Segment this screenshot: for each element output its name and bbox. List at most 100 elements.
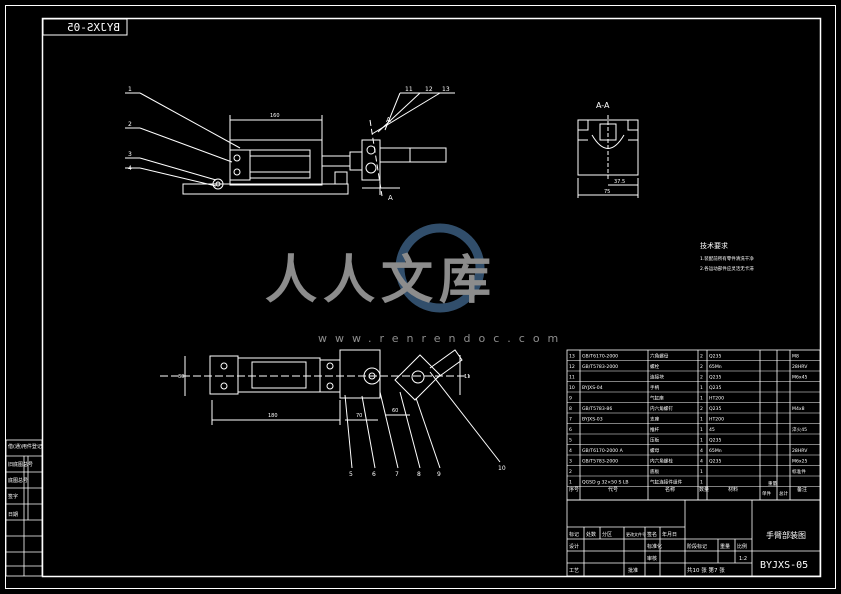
bom-h-unit: 单件 <box>762 490 771 497</box>
top-view-labels: 180 30 70 60 11 5 6 7 8 9 10 <box>178 374 506 478</box>
tb-drawing-name: 手臂部装图 <box>766 530 806 540</box>
bom-cell: 内六角螺栓 <box>650 458 673 465</box>
dim-160: 160 <box>270 113 280 119</box>
leader-12: 12 <box>425 86 433 93</box>
bom-cell: 六角螺母 <box>650 353 669 360</box>
tb-mark: 标记 <box>569 531 579 538</box>
bom-cell: 6 <box>569 427 572 433</box>
bom-cell: M4x8 <box>792 406 805 412</box>
bom-cell: Q235 <box>709 375 721 381</box>
leader-11: 11 <box>405 86 413 93</box>
bom-cell: GB/T6170-2000 <box>582 354 618 360</box>
front-view-labels: 160 1 2 3 4 11 12 13 A A <box>128 86 450 202</box>
bom-cell: 淬火45 <box>792 426 807 433</box>
bom-cell: HT200 <box>709 417 724 423</box>
bom-cell: M6x45 <box>792 375 808 381</box>
bom-cell: 螺母 <box>650 447 660 454</box>
bom-cell: 65Mn <box>709 364 722 370</box>
bom-cell: 1 <box>700 480 703 486</box>
bom-cell: 气缸座 <box>650 395 664 402</box>
leader-6: 6 <box>372 471 376 478</box>
bom-cell: BYJXS-04 <box>582 385 603 391</box>
leader-3: 3 <box>128 151 132 158</box>
bom-cell: 10 <box>569 385 575 391</box>
bom-h-name: 名称 <box>665 486 675 493</box>
bom-cell: 标准件 <box>792 468 806 475</box>
dim-75: 75 <box>604 189 610 195</box>
side-label-3: 底图总号 <box>8 477 28 484</box>
tb-ratio: 比例 <box>737 543 747 550</box>
dim-180: 180 <box>268 413 278 419</box>
bom-cell: 2 <box>700 375 703 381</box>
bom-cell: 1 <box>700 396 703 402</box>
bom-h-total: 总计 <box>779 490 788 497</box>
bom-cell: 连接块 <box>650 374 664 381</box>
mirrored-code-box: BYJXS-05 <box>42 18 128 36</box>
bom-cell: 28HRV <box>792 448 808 454</box>
title-block-labels: 标记 处数 分区 更改文件号 签名 年月日 设计 标准化 审核 工艺 批准 阶段… <box>569 530 808 574</box>
bom-cell: GB/T5783-2000 <box>582 364 618 370</box>
watermark-ring <box>395 223 485 313</box>
bom-cell: 12 <box>569 364 575 370</box>
bom-cell: 内六角螺钉 <box>650 405 673 412</box>
bom-h-qty: 数量 <box>699 486 709 493</box>
tech-req-line-2: 2.各运动部件应灵活无卡滞 <box>700 265 754 272</box>
bom-cell: 11 <box>569 375 575 381</box>
tech-req-title: 技术要求 <box>700 241 728 250</box>
tb-change: 更改文件号 <box>626 531 646 537</box>
bom-cell: 13 <box>569 354 575 360</box>
watermark: 人人文库 www.renrendoc.com <box>265 223 566 345</box>
section-marker-bottom: A <box>388 194 393 202</box>
side-panel-labels: 借(通)用件登记 旧底图总号 底图总号 签字 日期 <box>8 443 42 518</box>
bom-cell: Q235 <box>709 354 721 360</box>
bom-h-mat: 材料 <box>728 486 738 493</box>
bom-h-weight: 重量 <box>768 480 777 487</box>
section-view <box>577 115 639 198</box>
tb-stage: 阶段标记 <box>687 543 707 550</box>
tb-check: 审核 <box>647 555 657 562</box>
bom-cell: QGSD g 32×50 S LB <box>582 480 629 486</box>
bom-header: 序号 代号 名称 数量 材料 重量 单件 总计 备注 <box>569 480 807 497</box>
mirrored-code: BYJXS-05 <box>67 21 120 34</box>
watermark-url: www.renrendoc.com <box>318 332 566 345</box>
bom-h-no: 序号 <box>569 486 579 493</box>
section-label: A-A <box>596 101 610 110</box>
dim-30: 30 <box>178 374 184 380</box>
tb-zone: 分区 <box>602 531 612 538</box>
bom-cell: 5 <box>569 438 572 444</box>
bom-cell: 手柄 <box>650 384 660 391</box>
tb-process: 工艺 <box>569 568 579 574</box>
inner-frame <box>41 17 822 578</box>
tb-scale: 1:2 <box>739 556 747 562</box>
bom-cell: 1 <box>569 480 572 486</box>
side-panel <box>5 439 43 577</box>
bom-cell: 2 <box>700 364 703 370</box>
tb-sign: 签名 <box>647 531 657 538</box>
section-view-labels: A-A 37.5 75 <box>596 101 625 195</box>
bom-cell: 3 <box>569 459 572 465</box>
dim-70: 70 <box>356 413 362 419</box>
side-label-2: 旧底图总号 <box>8 461 33 468</box>
bom-cell: 28HRV <box>792 364 808 370</box>
bom-cell: Q235 <box>709 406 721 412</box>
bom-cell: 1 <box>700 438 703 444</box>
bom-cell: 4 <box>700 459 703 465</box>
bom-cell: Q235 <box>709 385 721 391</box>
section-marker-top: A <box>386 116 391 124</box>
bom-cell: 4 <box>569 448 572 454</box>
bom-cell: BYJXS-03 <box>582 417 603 423</box>
bom-cell: 8 <box>569 406 572 412</box>
bom-cell: 推杆 <box>650 426 660 433</box>
leader-13: 13 <box>442 86 450 93</box>
bom-cell: M6x25 <box>792 459 808 465</box>
leader-4: 4 <box>128 165 132 172</box>
bom-cell: 7 <box>569 417 572 423</box>
leader-5: 5 <box>349 471 353 478</box>
tech-requirements: 技术要求 1.装配前所有零件清洗干净 2.各运动部件应灵活无卡滞 <box>700 241 754 272</box>
bom-cell: M8 <box>792 354 799 360</box>
bom-cell: 45 <box>709 427 715 433</box>
bom-cell: 1 <box>700 427 703 433</box>
bom-cell: Q235 <box>709 459 721 465</box>
